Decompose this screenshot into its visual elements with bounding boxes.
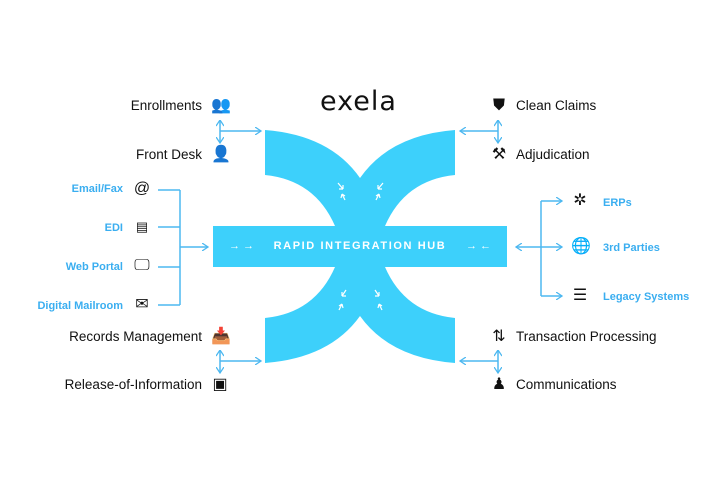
label-web-portal: Web Portal [65,261,123,273]
server-icon: ▤ [135,219,149,234]
envelope-icon: ✉ [135,296,149,313]
network-icon: ✲ [573,192,587,209]
transaction-people-icon: ⇅ [492,328,506,345]
label-release-of-information: Release-of-Information [64,377,202,392]
globe-people-icon: 🌐 [571,238,591,255]
inbox-tray-icon: 📥 [211,328,231,345]
connector-left-bracket [158,189,181,306]
people-group-icon: 👥 [211,97,231,114]
label-adjudication: Adjudication [516,147,590,162]
broadcast-people-icon: ♟ [491,376,507,393]
label-records-management: Records Management [69,329,202,344]
receptionist-icon: 👤 [211,146,231,163]
label-digital-mailroom: Digital Mailroom [37,300,123,312]
gavel-icon: ⚒ [491,146,507,163]
label-erps: ERPs [603,197,632,209]
label-transaction-processing: Transaction Processing [516,329,657,344]
open-box-icon: ▣ [212,376,228,393]
label-legacy-systems: Legacy Systems [603,291,690,303]
inner-flow-arrows [337,182,384,311]
label-email-fax: Email/Fax [71,183,123,195]
label-3rd-parties: 3rd Parties [603,242,660,254]
monitor-icon: 🖵 [134,257,150,274]
hub-title: RAPID INTEGRATION HUB [273,240,447,252]
label-clean-claims: Clean Claims [516,98,597,113]
label-front-desk: Front Desk [135,147,202,162]
label-enrollments: Enrollments [130,98,202,113]
hub-x-shape [213,130,507,363]
hub-right-arrows-icon: → ← [466,240,492,252]
shield-check-icon: ⛊ [492,97,505,114]
exela-logo: exela [320,86,397,117]
label-edi: EDI [104,222,123,234]
database-icon: ☰ [572,287,588,304]
label-communications: Communications [516,377,617,392]
hub-left-arrows-icon: → → [229,240,255,252]
at-sign-icon: @ [133,180,151,197]
